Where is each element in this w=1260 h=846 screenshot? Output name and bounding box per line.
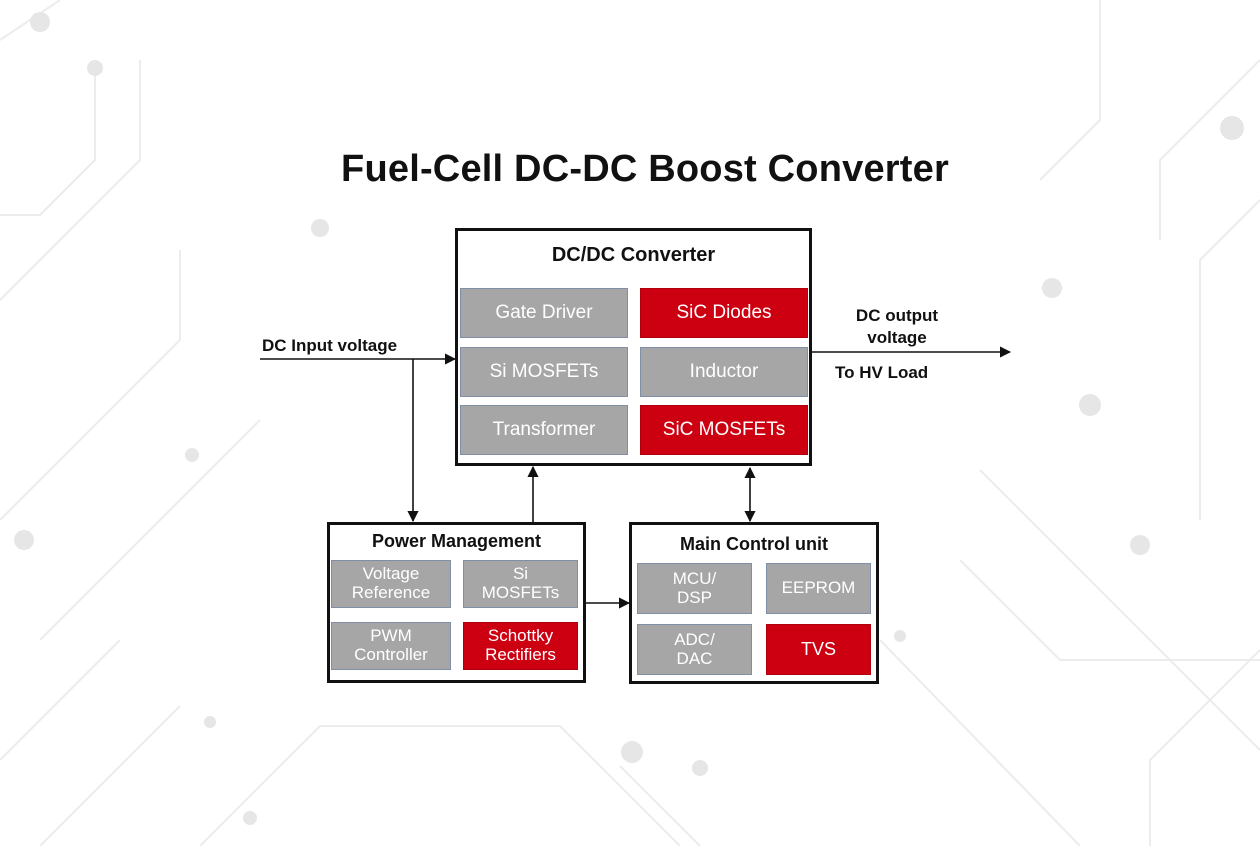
inductor-cell: Inductor — [640, 347, 808, 397]
sic-diodes-cell: SiC Diodes — [640, 288, 808, 338]
pm-si-mosfets-line2: MOSFETs — [481, 583, 560, 602]
dc-output-label: DC output voltage — [832, 305, 962, 349]
power-management-block: Power Management Voltage Reference Si MO… — [327, 522, 586, 683]
pm-si-mosfets-line1: Si — [512, 564, 529, 584]
gate-driver-cell: Gate Driver — [460, 288, 628, 338]
schottky-rectifiers-line2: Rectifiers — [485, 645, 556, 664]
eeprom-cell: EEPROM — [766, 563, 871, 614]
pwm-controller-line1: PWM — [370, 626, 412, 646]
pwm-controller-cell: PWM Controller — [331, 622, 451, 670]
adc-dac-line1: ADC/ — [674, 629, 715, 649]
voltage-reference-line1: Voltage — [362, 564, 420, 584]
pm-si-mosfets-cell: Si MOSFETs — [463, 560, 578, 608]
dc-output-line2: voltage — [867, 328, 927, 347]
dc-input-label: DC Input voltage — [262, 336, 398, 355]
main-control-block: Main Control unit MCU/ DSP EEPROM ADC/ D… — [629, 522, 879, 684]
mcu-dsp-line2: DSP — [677, 587, 712, 607]
transformer-cell: Transformer — [460, 405, 628, 455]
sic-mosfets-cell: SiC MOSFETs — [640, 405, 808, 455]
adc-dac-line2: DAC — [676, 648, 713, 668]
schottky-rectifiers-line1: Schottky — [487, 626, 554, 646]
main-control-title: Main Control unit — [680, 534, 828, 554]
si-mosfets-cell: Si MOSFETs — [460, 347, 628, 397]
pwm-controller-line2: Controller — [354, 645, 428, 664]
voltage-reference-line2: Reference — [351, 583, 431, 602]
tvs-cell: TVS — [766, 624, 871, 675]
schottky-rectifiers-cell: Schottky Rectifiers — [463, 622, 578, 670]
power-management-title: Power Management — [371, 531, 542, 551]
dcdc-converter-block: DC/DC Converter Gate Driver SiC Diodes S… — [455, 228, 812, 466]
voltage-reference-cell: Voltage Reference — [331, 560, 451, 608]
eeprom-label: EEPROM — [781, 578, 856, 598]
mcu-dsp-line1: MCU/ — [672, 568, 717, 588]
mcu-dsp-cell: MCU/ DSP — [637, 563, 752, 614]
page-title: Fuel-Cell DC-DC Boost Converter — [341, 148, 949, 190]
dc-output-line1: DC output — [855, 306, 939, 325]
tvs-label: TVS — [800, 638, 836, 659]
adc-dac-cell: ADC/ DAC — [637, 624, 752, 675]
dcdc-converter-title: DC/DC Converter — [551, 244, 716, 266]
hv-load-label: To HV Load — [835, 363, 929, 382]
